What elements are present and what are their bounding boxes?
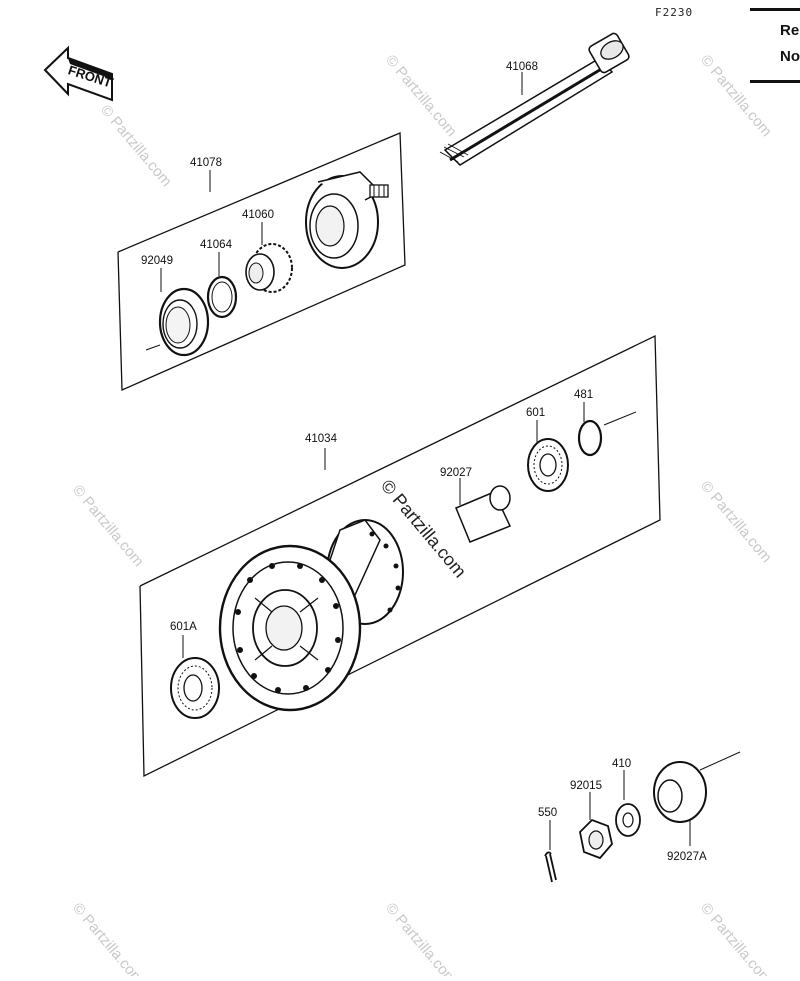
cotter-pin-550 [544,820,557,883]
front-arrow-icon: FRONT [43,45,114,102]
bearing-601A [170,635,220,719]
watermark-bottom-left: © Partzilla.com [69,900,147,976]
box-41034 [139,334,661,778]
axle-41068 [439,32,630,166]
collar-92027A [653,751,741,846]
watermark-top-left: © Partzilla.com [97,102,175,190]
label-41034: 41034 [305,433,338,445]
gear-41060 [245,222,293,293]
note-top-rule [750,8,800,11]
label-41068: 41068 [506,61,538,73]
watermark-mid-right: © Partzilla.com [697,478,775,566]
spacer-92027 [455,478,512,543]
label-601A: 601A [170,621,197,633]
label-92049: 92049 [141,255,173,267]
note-bottom-rule [750,80,800,83]
nut-92015 [579,792,613,860]
label-92027A: 92027A [667,851,707,863]
reference-note: Re No [750,0,800,84]
label-41060: 41060 [242,209,274,221]
label-481: 481 [574,389,593,401]
label-92015: 92015 [570,780,602,792]
washer-410 [615,770,641,837]
hub-41034 [218,519,404,712]
note-line-2: No [780,48,800,65]
label-41064: 41064 [200,239,233,251]
label-410: 410 [612,758,631,770]
note-line-1: Re [780,22,800,39]
label-550: 550 [538,807,557,819]
watermark-bottom-right: © Partzilla.com [697,900,775,976]
watermark-bottom-center: © Partzilla.com [382,900,460,976]
watermark-top-center: © Partzilla.com [382,52,460,140]
circlip-481 [577,402,603,457]
retainer-41064 [206,252,238,319]
label-41078: 41078 [190,157,222,169]
bearing-601 [527,420,569,492]
box-41078 [117,132,406,391]
label-601: 601 [526,407,545,419]
watermark-mid-left: © Partzilla.com [69,482,147,570]
seal-92049 [158,268,210,357]
label-92027: 92027 [440,467,472,479]
figure-code: F2230 [655,6,694,19]
gear-housing [305,171,389,269]
